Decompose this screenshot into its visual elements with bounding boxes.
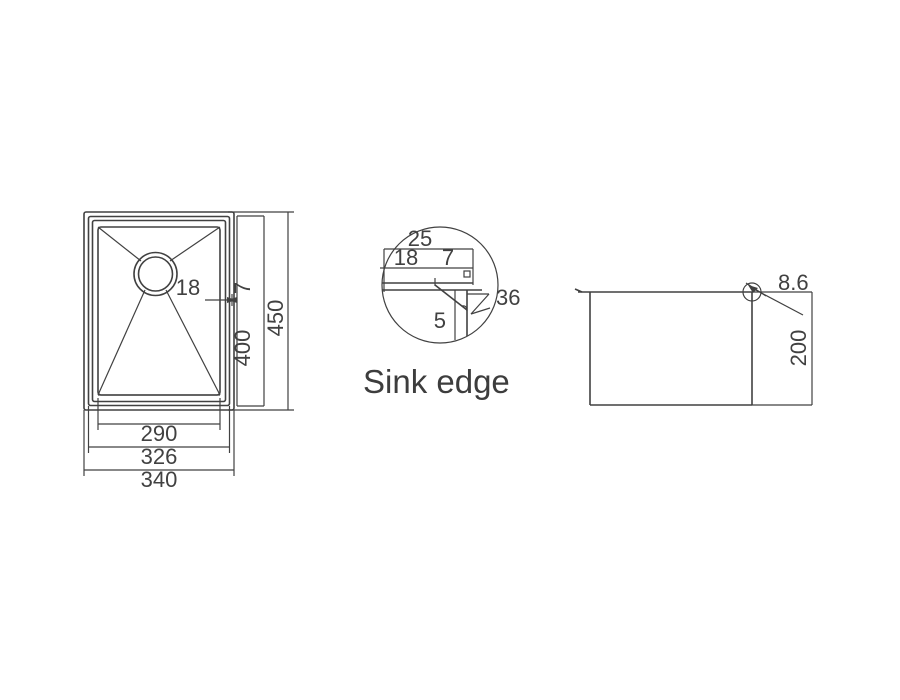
plan-mid-rect [87,215,231,407]
plan-drain-outer-circle [133,251,178,297]
detail-angle-leader-base [470,307,491,315]
elevation-view: 8.6 200 [574,270,813,406]
plan-drain-inner-circle [137,256,174,292]
detail-boundary-circle [381,226,499,344]
plan-inner-rect [91,219,227,403]
detail-dim-5-label: 5 [434,308,446,333]
detail-dim-36-label: 36 [496,285,520,310]
detail-dim-25-label: 25 [408,226,432,251]
plan-dim-18-label: 18 [176,275,200,300]
plan-dim-450-label: 450 [263,300,288,337]
plan-outer-rect [83,211,235,411]
elev-dim-200-label: 200 [786,330,811,367]
plan-dim-340-label: 340 [141,467,178,492]
plan-bowl-slope-lines [97,226,221,396]
detail-dim-7-label: 7 [442,245,454,270]
detail-angle-leader-diag [470,293,490,315]
detail-view: 25 18 7 36 5 Sink edge [363,226,520,400]
plan-view: 450 400 7 18 290 326 340 [83,211,294,492]
plan-dim-7-label: 7 [230,282,255,294]
plan-dim-326-label: 326 [141,444,178,469]
plan-dim-290-label: 290 [141,421,178,446]
detail-chamfer-line [434,284,468,311]
plan-dim-400-label: 400 [230,330,255,367]
detail-radius-arc [461,305,468,312]
detail-dim-18-label: 18 [394,245,418,270]
detail-square-symbol [463,270,471,278]
detail-caption: Sink edge [363,363,510,400]
elev-dim-86-label: 8.6 [778,270,809,295]
